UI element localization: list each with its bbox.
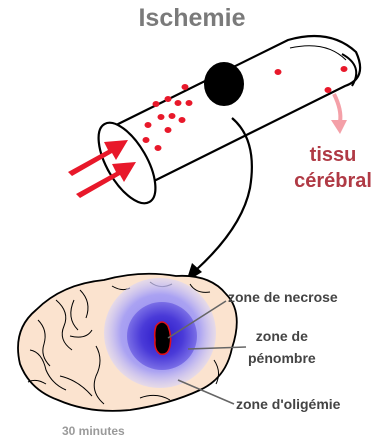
label-penombre-line1: zone de bbox=[248, 325, 316, 347]
tissue-label: tissu cérébral bbox=[285, 142, 381, 194]
tissue-label-line2: cérébral bbox=[285, 168, 381, 194]
clot bbox=[204, 62, 244, 106]
time-label: 30 minutes bbox=[62, 424, 125, 438]
label-necrose: zone de necrose bbox=[228, 289, 338, 305]
label-oligemie: zone d'oligémie bbox=[236, 396, 340, 412]
outflow-arrow bbox=[331, 94, 347, 134]
label-penombre: zone de pénombre bbox=[248, 325, 316, 369]
label-penombre-line2: pénombre bbox=[248, 347, 316, 369]
tissue-label-line1: tissu bbox=[285, 142, 381, 168]
diagram-title: Ischemie bbox=[0, 4, 384, 33]
